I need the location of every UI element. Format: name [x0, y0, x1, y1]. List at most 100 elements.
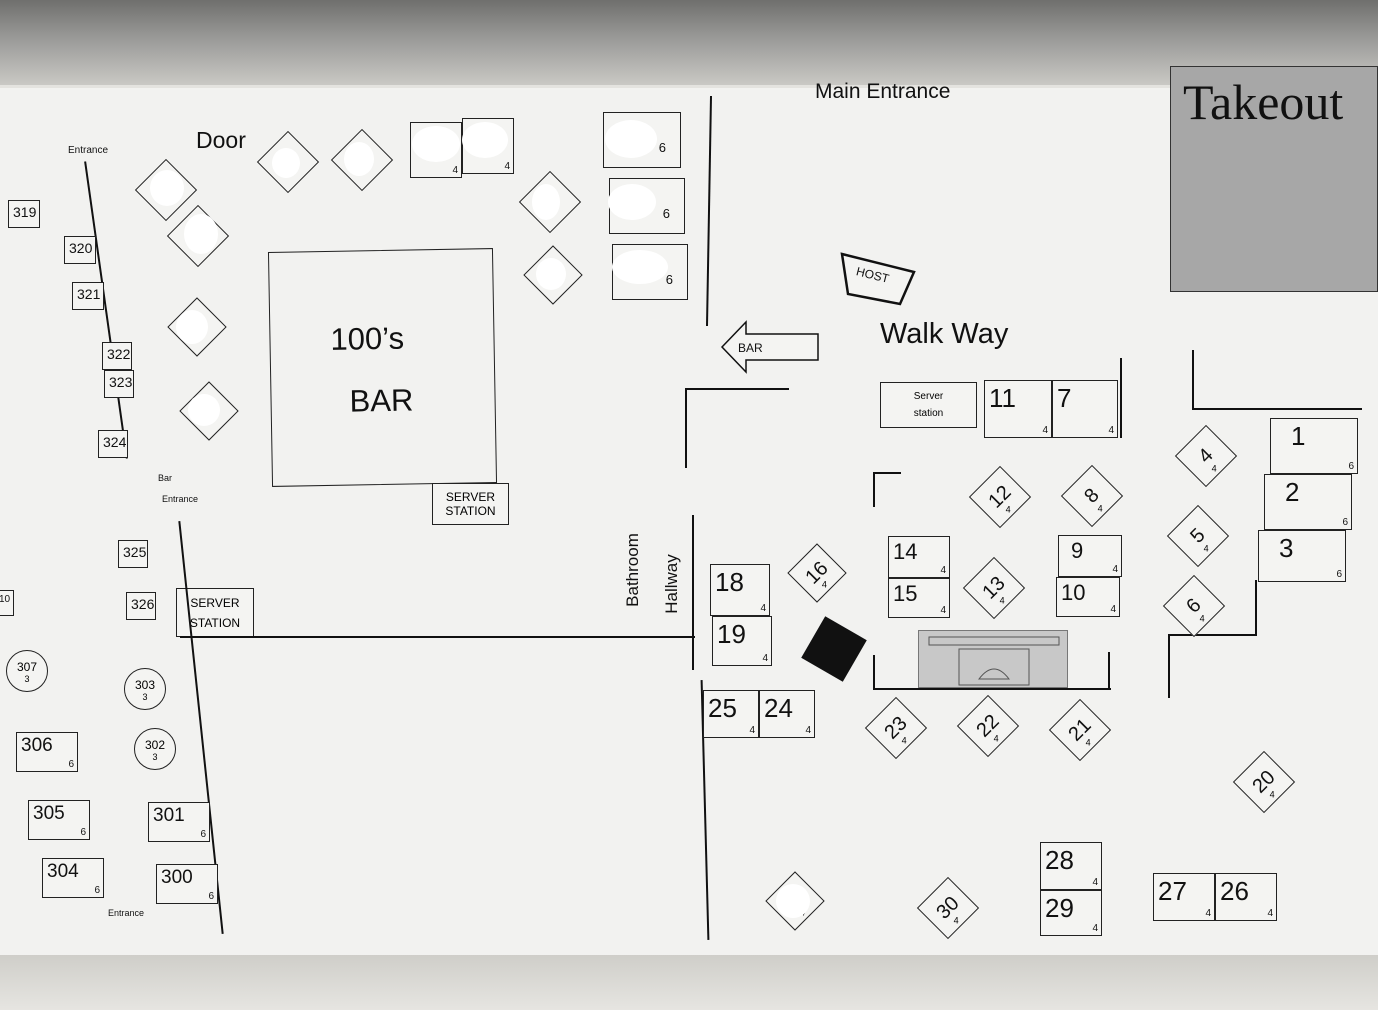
table-number: 325: [123, 544, 147, 560]
table-capacity: 6: [1342, 517, 1348, 528]
table-305[interactable]: 305 6: [28, 800, 90, 840]
wall: [1192, 350, 1194, 410]
redaction-blob: [605, 120, 657, 158]
table-capacity: 3: [24, 674, 30, 684]
table-303[interactable]: 303 3: [124, 668, 166, 710]
bar-name-line1: 100’s: [330, 320, 405, 357]
wall: [685, 388, 789, 390]
table-2[interactable]: 2 6: [1264, 474, 1352, 530]
table-300[interactable]: 300 6: [156, 864, 218, 904]
wall: [1108, 652, 1110, 690]
redaction-blob: [150, 170, 184, 206]
photo-background-bottom: [0, 955, 1378, 1010]
table-number: 319: [13, 204, 37, 220]
takeout-label: Takeout: [1183, 74, 1344, 130]
table-capacity: 4: [953, 915, 959, 926]
table-14[interactable]: 14 4: [888, 536, 950, 578]
table-19[interactable]: 19 4: [712, 616, 772, 666]
table-number: 1: [1291, 421, 1306, 451]
bar-name-line2: BAR: [349, 382, 414, 419]
table-302[interactable]: 302 3: [134, 728, 176, 770]
table-number: 18: [715, 567, 744, 597]
table-24[interactable]: 24 4: [759, 690, 815, 738]
server-station-bar-line2: STATION: [445, 504, 496, 518]
server-station-bar: SERVER STATION: [432, 483, 509, 525]
bar-arrow-label: BAR: [738, 341, 763, 355]
table-number: 10: [1061, 580, 1086, 605]
table-number: 326: [131, 596, 155, 612]
table-9[interactable]: 9 4: [1058, 535, 1122, 577]
table-301[interactable]: 301 6: [148, 802, 210, 842]
table-number: 305: [33, 803, 65, 824]
table-28[interactable]: 28 4: [1040, 842, 1102, 890]
table-capacity: 6: [1348, 461, 1354, 472]
table-1[interactable]: 1 6: [1270, 418, 1358, 474]
table-capacity: 4: [1203, 543, 1209, 554]
table-capacity: 6: [80, 827, 86, 838]
wall: [873, 688, 1111, 690]
table-324[interactable]: 324: [98, 430, 128, 458]
table-15[interactable]: 15 4: [888, 578, 950, 618]
table-29[interactable]: 29 4: [1040, 890, 1102, 936]
redaction-blob: [462, 122, 508, 158]
table-10[interactable]: 10 4: [1056, 577, 1120, 617]
table-18[interactable]: 18 4: [710, 564, 770, 616]
table-capacity: 4: [762, 653, 768, 664]
fireplace-icon: [928, 636, 1060, 686]
table-capacity: 6: [208, 891, 214, 902]
table-capacity: 4: [993, 733, 999, 744]
table-number: 15: [893, 581, 918, 606]
table-capacity: 6: [68, 759, 74, 770]
table-capacity: 3: [152, 752, 158, 762]
table-number: 9: [1071, 538, 1084, 563]
table-capacity: 6: [94, 885, 100, 896]
table-323[interactable]: 323: [104, 370, 134, 398]
table-11[interactable]: 11 4: [984, 380, 1052, 438]
wall: [685, 388, 687, 468]
floor-plan-sheet: [0, 88, 1378, 983]
table-319[interactable]: 319: [8, 200, 40, 228]
table-322[interactable]: 322: [102, 342, 132, 370]
redaction-blob: [188, 394, 220, 426]
bar-entrance-label-1: Bar: [158, 473, 173, 483]
table-307[interactable]: 307 3: [6, 650, 48, 692]
table-number: 24: [764, 693, 793, 723]
wall: [1192, 408, 1362, 410]
redaction-blob: [612, 250, 668, 284]
table-3[interactable]: 3 6: [1258, 530, 1346, 582]
table-number: 10: [0, 594, 11, 605]
table-number: 320: [69, 240, 93, 256]
table-321[interactable]: 321: [72, 282, 104, 310]
bar-100s: 100’s BAR: [267, 248, 498, 487]
table-10-patio[interactable]: 10: [0, 590, 14, 616]
table-7[interactable]: 7 4: [1052, 380, 1118, 438]
table-capacity: 4: [1085, 737, 1091, 748]
table-number: 321: [77, 286, 101, 302]
door-label: Door: [196, 127, 246, 153]
table-capacity: 4: [1199, 613, 1205, 624]
table-326[interactable]: 326: [126, 592, 156, 620]
bathroom-label: Bathroom: [622, 533, 642, 607]
table-number: 11: [989, 383, 1016, 413]
table-capacity: 4: [999, 595, 1005, 606]
table-capacity: 4: [901, 735, 907, 746]
table-number: 7: [1057, 383, 1072, 413]
table-304[interactable]: 304 6: [42, 858, 104, 898]
table-320[interactable]: 320: [64, 236, 96, 264]
table-306[interactable]: 306 6: [16, 732, 78, 772]
table-number: 301: [153, 805, 185, 826]
table-25[interactable]: 25 4: [703, 690, 759, 738]
host-stand: HOST: [838, 250, 918, 306]
table-325[interactable]: 325: [118, 540, 148, 568]
fireplace: [918, 630, 1068, 688]
table-26[interactable]: 26 4: [1215, 873, 1277, 921]
table-27[interactable]: 27 4: [1153, 873, 1215, 921]
table-number: 29: [1045, 893, 1074, 923]
wall: [1255, 580, 1257, 636]
redaction-blob: [272, 148, 300, 178]
table-capacity: 4: [1267, 908, 1273, 919]
redaction-blob: [344, 142, 374, 176]
entrance-bottom-label: Entrance: [108, 908, 145, 918]
table-capacity: 6: [1336, 569, 1342, 580]
redaction-blob: [412, 126, 460, 162]
